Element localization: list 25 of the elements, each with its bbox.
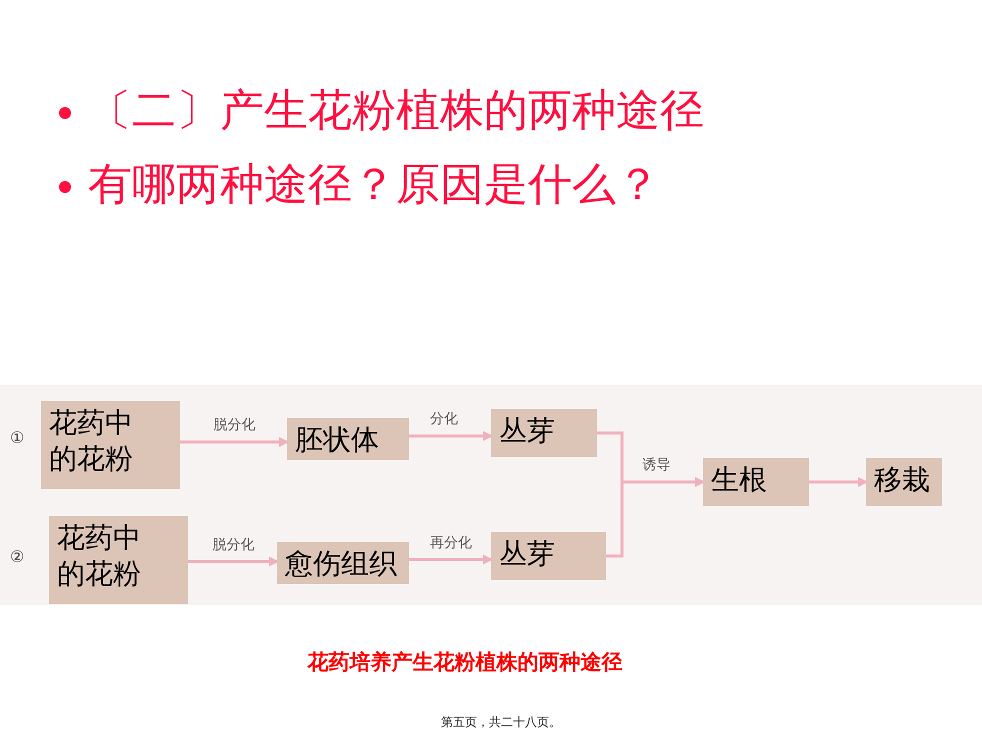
arrow <box>180 437 289 447</box>
row-number: ① <box>10 428 24 447</box>
title: 〔二〕产生花粉植株的两种途径 <box>88 86 704 136</box>
arrow <box>409 554 493 564</box>
edge-label: 分化 <box>428 410 460 428</box>
stage-box: 丛芽 <box>491 409 597 457</box>
arrow <box>188 556 279 566</box>
edge-label: 脱分化 <box>210 536 256 554</box>
edge-label: 诱导 <box>640 456 672 474</box>
stage-box: 愈伤组织 <box>277 542 409 584</box>
arrow <box>809 477 868 487</box>
stage-box: 移栽 <box>866 458 942 506</box>
page-footer: 第五页，共二十八页。 <box>441 714 561 731</box>
stage-box: 花药中的花粉 <box>41 401 180 489</box>
edge-label: 再分化 <box>428 534 474 552</box>
edge-label: 脱分化 <box>212 416 258 434</box>
stage-box: 花药中的花粉 <box>49 516 188 604</box>
stage-box: 丛芽 <box>491 532 606 580</box>
arrow <box>409 431 493 441</box>
bullet-text: 有哪两种途径？原因是什么？ <box>88 160 660 210</box>
arrow <box>606 477 705 558</box>
row-number: ② <box>10 547 24 566</box>
stage-box: 生根 <box>703 458 809 506</box>
stage-box: 胚状体 <box>287 418 409 460</box>
caption: 花药培养产生花粉植株的两种途径 <box>306 649 624 676</box>
